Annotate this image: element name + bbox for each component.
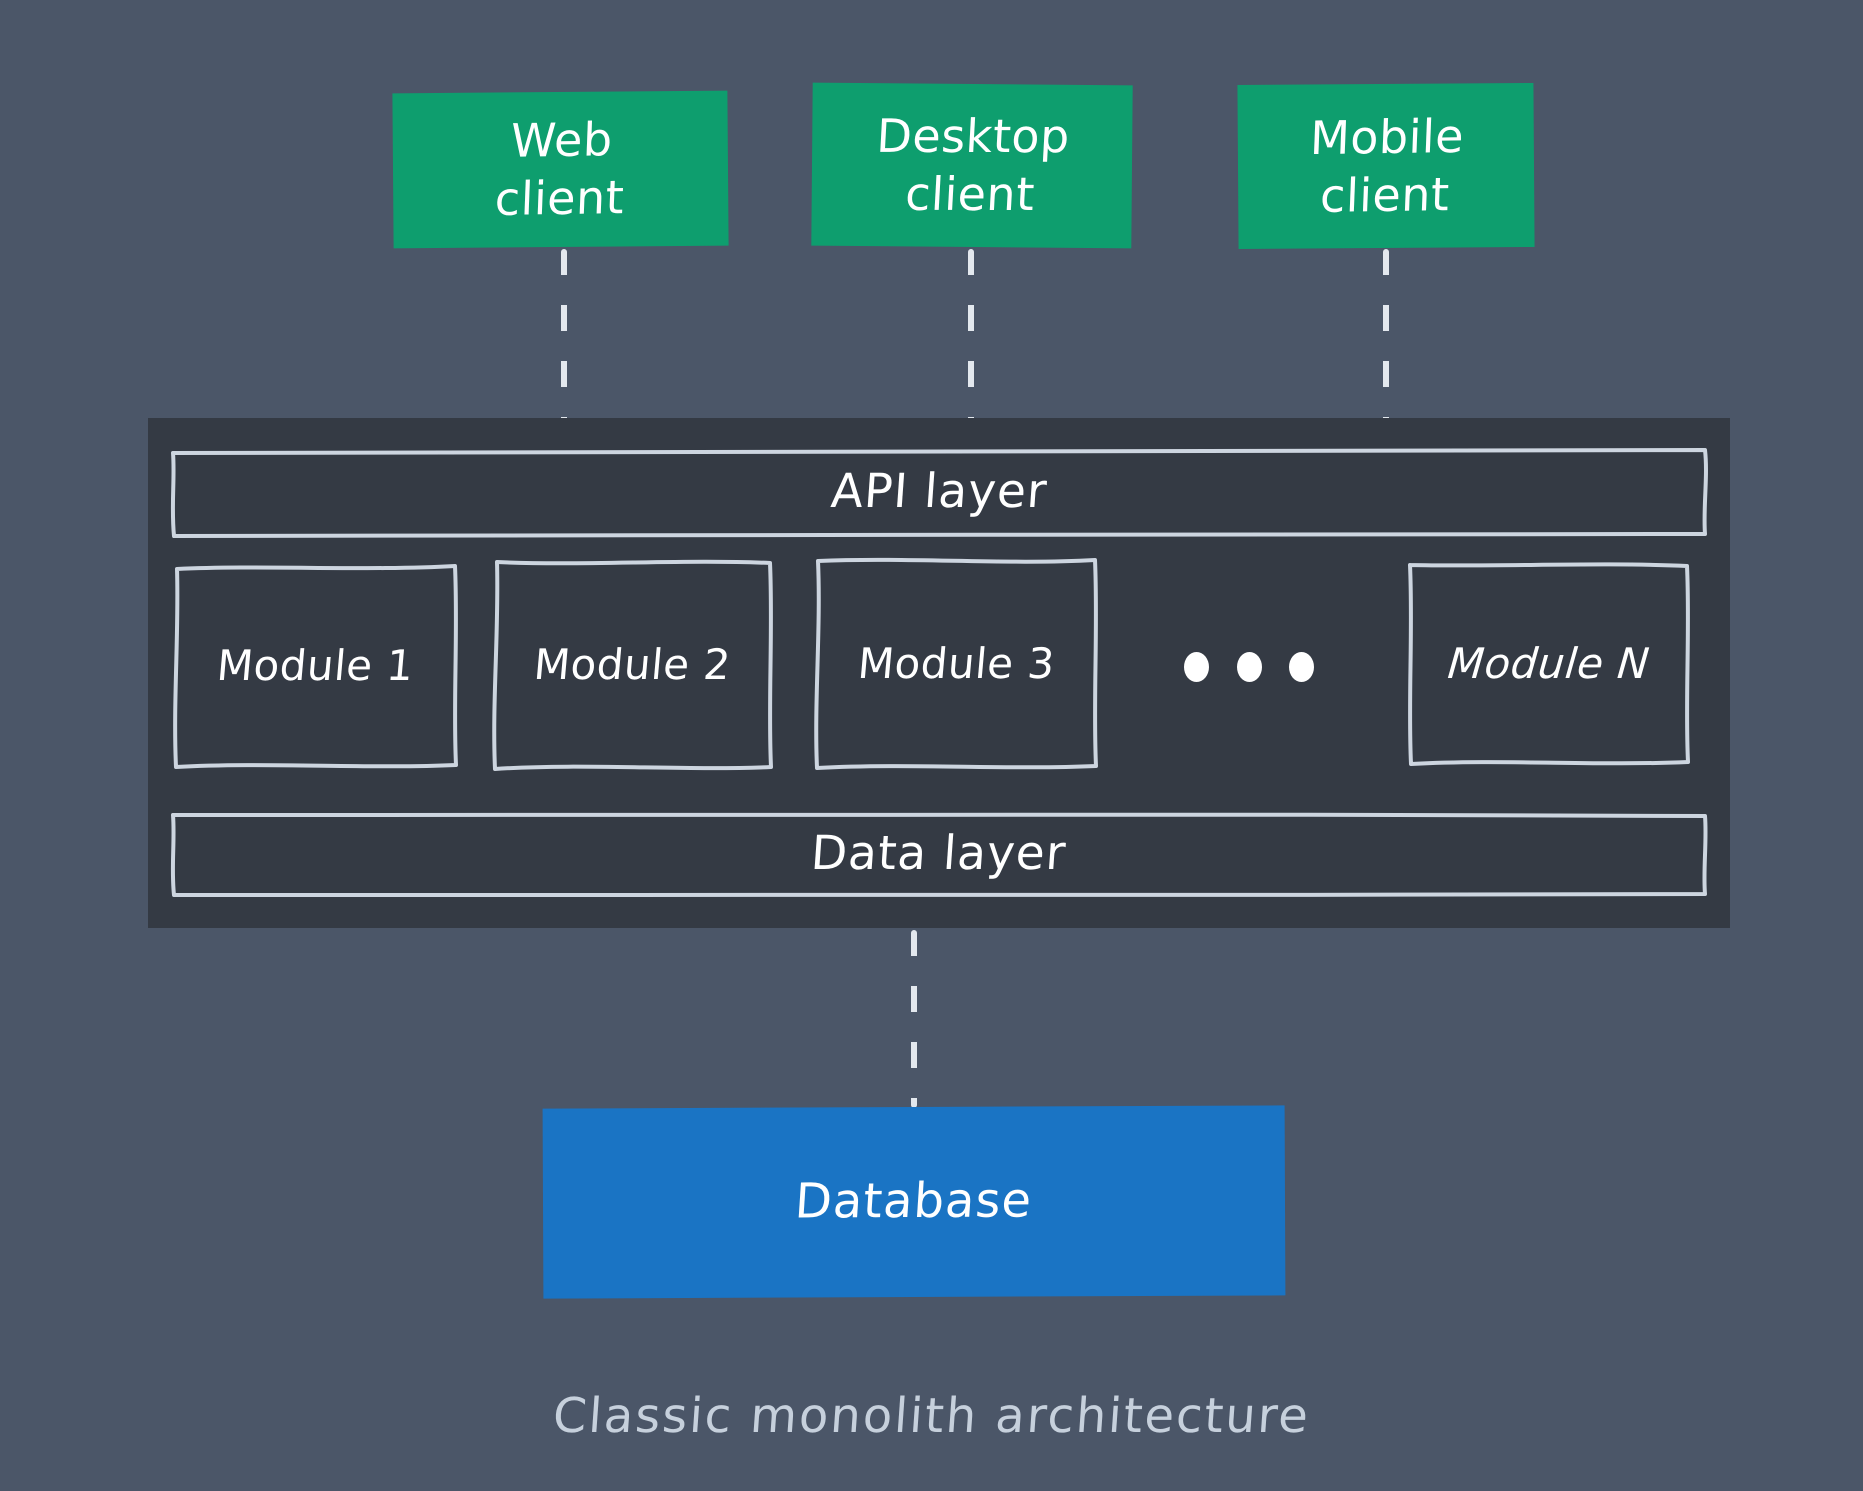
node-mobile-client[interactable]: Mobile client <box>1237 82 1535 250</box>
connector-mobile-to-api-layer <box>1383 249 1389 429</box>
node-database-label: Database <box>793 1172 1035 1230</box>
node-data-layer-label: Data layer <box>809 825 1069 881</box>
connector-data-layer-to-database <box>911 930 917 1108</box>
node-module-n[interactable]: Module N <box>1406 561 1691 767</box>
diagram-caption: Classic monolith architecture <box>551 1388 1312 1444</box>
node-database[interactable]: Database <box>542 1105 1286 1299</box>
ellipsis-dot-1 <box>1184 652 1209 682</box>
monolith-container: API layer Module 1 Module 2 Module 3 <box>148 418 1730 928</box>
node-mobile-client-label: Mobile client <box>1309 108 1466 222</box>
connector-web-to-api-layer <box>561 249 567 424</box>
node-api-layer-label: API layer <box>829 463 1050 519</box>
node-module-1[interactable]: Module 1 <box>172 563 459 769</box>
node-module-2-label: Module 2 <box>531 640 734 690</box>
ellipsis-dot-2 <box>1236 652 1262 682</box>
node-desktop-client-label: Desktop client <box>875 108 1072 221</box>
node-api-layer[interactable]: API layer <box>170 446 1708 538</box>
connector-desktop-to-api-layer <box>968 249 974 424</box>
node-data-layer[interactable]: Data layer <box>170 810 1708 898</box>
node-module-1-label: Module 1 <box>214 641 417 691</box>
node-module-3[interactable]: Module 3 <box>813 556 1099 771</box>
node-web-client-label: Web client <box>493 112 626 226</box>
ellipsis-dot-3 <box>1289 652 1314 682</box>
node-module-2[interactable]: Module 2 <box>491 558 774 772</box>
module-ellipsis <box>1184 650 1314 684</box>
node-module-n-label: Module N <box>1445 639 1652 689</box>
node-module-3-label: Module 3 <box>855 638 1057 688</box>
node-desktop-client[interactable]: Desktop client <box>811 82 1133 249</box>
node-web-client[interactable]: Web client <box>392 90 729 249</box>
